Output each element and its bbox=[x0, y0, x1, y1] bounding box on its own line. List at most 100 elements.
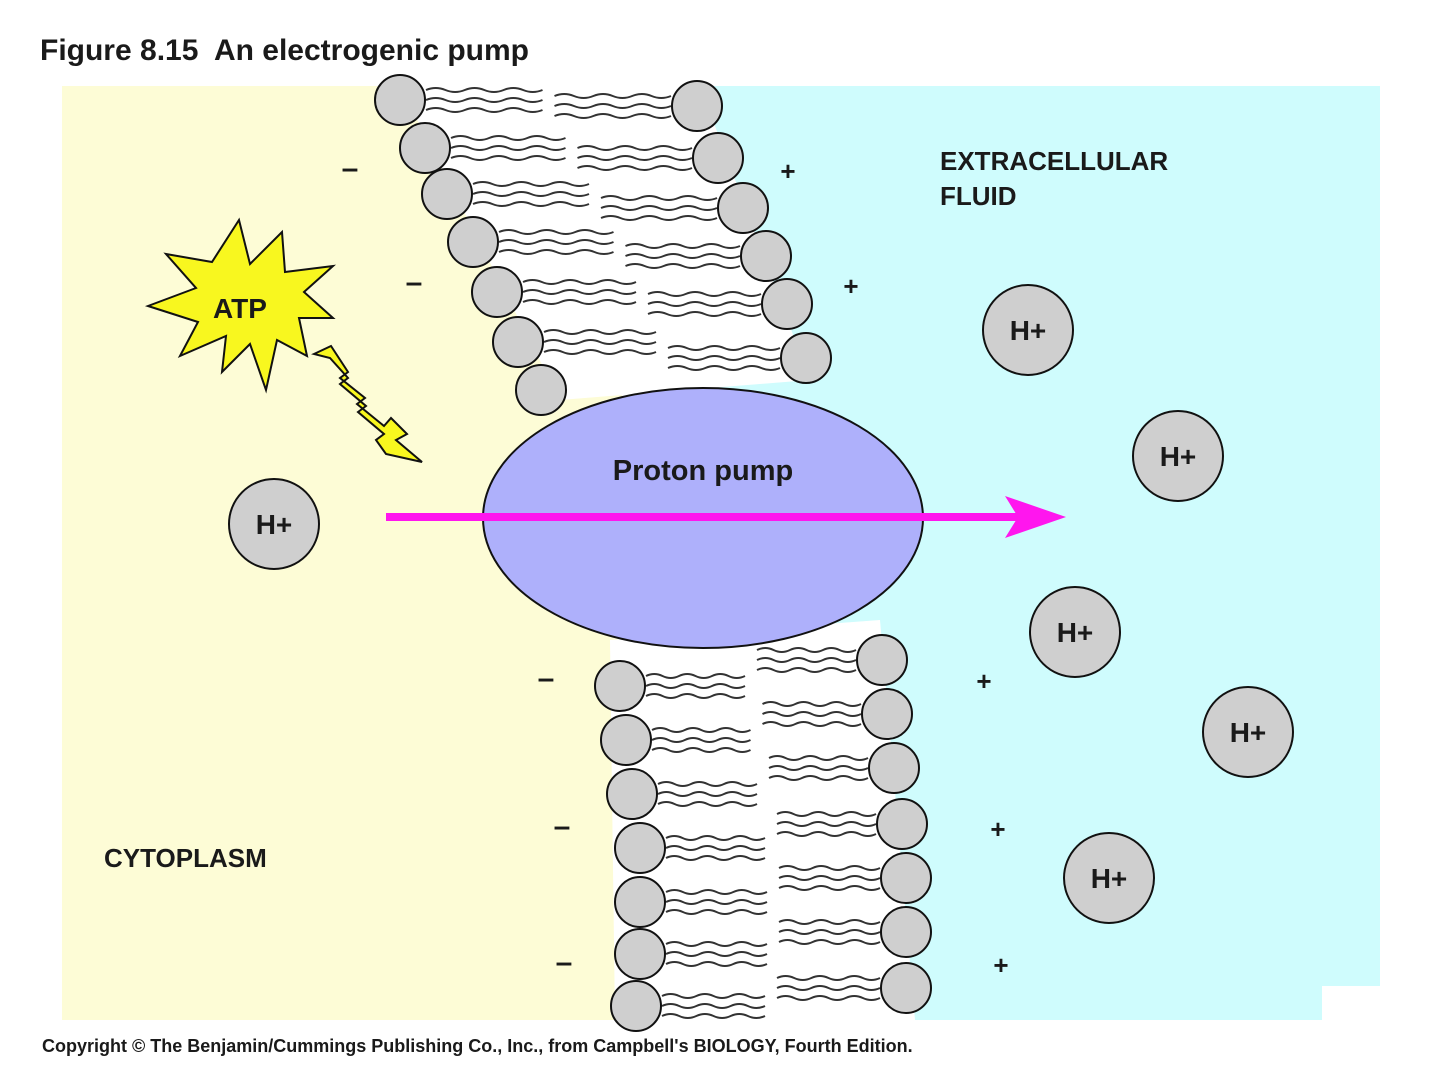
proton-transport-arrowhead bbox=[1005, 496, 1066, 538]
phospholipid-head bbox=[614, 928, 666, 980]
phospholipid-head bbox=[761, 278, 813, 330]
phospholipid-head bbox=[614, 822, 666, 874]
lipid-tail bbox=[667, 355, 781, 361]
lipid-tail bbox=[657, 801, 758, 807]
proton-ion: H+ bbox=[1132, 410, 1224, 502]
lipid-tail bbox=[661, 1013, 766, 1019]
lipid-tail bbox=[651, 747, 751, 753]
lipid-tail bbox=[665, 941, 768, 947]
lipid-tail bbox=[778, 929, 881, 935]
lipid-tail bbox=[778, 939, 881, 945]
lipid-tail bbox=[661, 993, 766, 999]
phospholipid-head bbox=[740, 230, 792, 282]
energy-zigzag-arrow bbox=[311, 344, 423, 463]
phospholipid-head bbox=[614, 876, 666, 928]
lipid-tail bbox=[762, 721, 862, 727]
lipid-tail bbox=[667, 345, 781, 351]
phospholipid-head bbox=[856, 634, 908, 686]
lipid-tail bbox=[756, 667, 857, 673]
proton-ion: H+ bbox=[1202, 686, 1294, 778]
phospholipid-head bbox=[717, 182, 769, 234]
lipid-tail bbox=[776, 995, 881, 1001]
lipid-tail bbox=[543, 329, 657, 335]
lipid-tail bbox=[472, 191, 590, 197]
protons: H+H+H+H+H+H+ bbox=[228, 284, 1294, 924]
lipid-tail bbox=[651, 737, 751, 743]
negative-charge: – bbox=[538, 662, 555, 695]
phospholipid-head bbox=[671, 80, 723, 132]
lipid-tail bbox=[522, 289, 637, 295]
lipid-tail bbox=[661, 1003, 766, 1009]
lipid-tail bbox=[425, 97, 543, 103]
phospholipid-head bbox=[861, 688, 913, 740]
lipid-tail bbox=[665, 951, 768, 957]
proton-ion: H+ bbox=[982, 284, 1074, 376]
lipid-tail bbox=[756, 657, 857, 663]
lipid-tail bbox=[657, 791, 758, 797]
lipid-tail bbox=[543, 339, 657, 345]
phospholipid-head bbox=[880, 906, 932, 958]
lipid-tail bbox=[543, 349, 657, 355]
lipid-tail bbox=[665, 961, 768, 967]
phospholipid-head bbox=[515, 364, 567, 416]
lipid-tail bbox=[776, 821, 877, 827]
svg-text:H+: H+ bbox=[256, 509, 293, 540]
lipid-tail bbox=[657, 781, 758, 787]
lipid-tail bbox=[577, 165, 693, 171]
negative-charge: – bbox=[554, 810, 571, 843]
lipid-tail bbox=[498, 249, 614, 255]
lipid-tail bbox=[600, 195, 718, 201]
negative-charge: – bbox=[556, 946, 573, 979]
lipid-tail bbox=[577, 155, 693, 161]
lipid-tail bbox=[762, 701, 862, 707]
lipid-tail bbox=[776, 985, 881, 991]
lipid-tail bbox=[768, 755, 869, 761]
lipid-tail bbox=[645, 673, 746, 679]
lipid-tail bbox=[778, 919, 881, 925]
figure-title: Figure 8.15 An electrogenic pump bbox=[40, 34, 529, 67]
lipid-tail bbox=[756, 647, 857, 653]
lipid-tail bbox=[776, 975, 881, 981]
lipid-tail bbox=[472, 201, 590, 207]
phospholipid-heads bbox=[374, 74, 932, 1032]
proton-ion: H+ bbox=[1063, 832, 1155, 924]
lipid-tail bbox=[665, 835, 766, 841]
lipid-tail bbox=[425, 87, 543, 93]
svg-text:H+: H+ bbox=[1230, 717, 1267, 748]
lipid-tail bbox=[778, 885, 881, 891]
lipid-tail bbox=[778, 875, 881, 881]
phospholipid-head bbox=[600, 714, 652, 766]
phospholipid-head bbox=[780, 332, 832, 384]
copyright-notice: Copyright © The Benjamin/Cummings Publis… bbox=[42, 1036, 913, 1056]
positive-charge: + bbox=[993, 950, 1008, 980]
lipid-tail bbox=[600, 215, 718, 221]
lipid-tail bbox=[762, 711, 862, 717]
membrane-lower bbox=[610, 620, 915, 1020]
proton-ion: H+ bbox=[228, 478, 320, 570]
atp-label: ATP bbox=[213, 293, 267, 324]
phospholipid-head bbox=[868, 742, 920, 794]
lipid-tail bbox=[647, 301, 762, 307]
lipid-tail bbox=[554, 103, 672, 109]
lipid-tail bbox=[600, 205, 718, 211]
phospholipid-head bbox=[374, 74, 426, 126]
membrane-charges: –––––+++++ bbox=[342, 152, 1009, 980]
lipid-tail bbox=[425, 107, 543, 113]
extracellular-label-line1: EXTRACELLULAR bbox=[940, 146, 1168, 176]
lipid-tail bbox=[665, 909, 768, 915]
lipid-tail bbox=[778, 865, 881, 871]
lipid-tail bbox=[625, 253, 741, 259]
phospholipid-head bbox=[606, 768, 658, 820]
lipid-tail bbox=[450, 155, 566, 161]
lipid-tail bbox=[450, 145, 566, 151]
positive-charge: + bbox=[976, 666, 991, 696]
lipid-tail bbox=[667, 365, 781, 371]
lipid-tail bbox=[577, 145, 693, 151]
atp-burst bbox=[144, 217, 337, 394]
lipid-tail bbox=[665, 855, 766, 861]
lipid-tail bbox=[776, 811, 877, 817]
lipid-tail bbox=[776, 831, 877, 837]
svg-text:H+: H+ bbox=[1160, 441, 1197, 472]
lipid-tail bbox=[645, 683, 746, 689]
phospholipid-head bbox=[492, 316, 544, 368]
